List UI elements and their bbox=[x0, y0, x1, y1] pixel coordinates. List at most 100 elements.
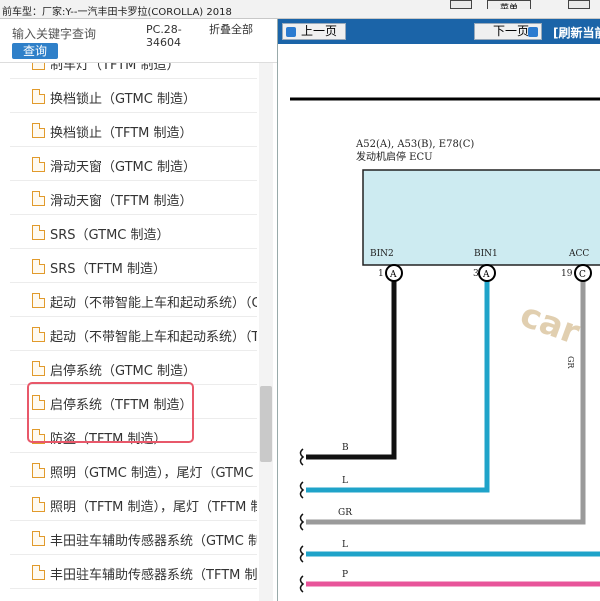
break-mark bbox=[299, 448, 305, 466]
file-icon bbox=[32, 565, 45, 580]
break-mark bbox=[299, 481, 305, 499]
document-viewer: 上一页 下一页 [刷新当前 A52(A), A53(B), E78(C) 发动机… bbox=[277, 19, 600, 601]
file-icon bbox=[32, 327, 45, 342]
tree-item-label: 起动（不带智能上车和起动系统）（GTMC 制造） bbox=[50, 296, 257, 311]
tree-item-label: SRS（GTMC 制造） bbox=[50, 228, 170, 243]
file-icon bbox=[32, 191, 45, 206]
break-mark bbox=[299, 513, 305, 531]
toolbar-icon-button[interactable] bbox=[450, 0, 472, 9]
break-mark bbox=[299, 575, 305, 593]
viewer-toolbar: 上一页 下一页 [刷新当前 bbox=[278, 19, 600, 44]
wire-label-b: B bbox=[342, 443, 349, 453]
file-icon bbox=[32, 89, 45, 104]
ecu-name: 发动机启停 ECU bbox=[356, 150, 433, 163]
tree-item[interactable]: 丰田驻车辅助传感器系统（GTMC 制造） bbox=[10, 521, 257, 555]
tree-item-label: 换档锁止（TFTM 制造） bbox=[50, 126, 193, 141]
pin-name-acc: ACC bbox=[568, 249, 589, 259]
toolbar-icon-button-2[interactable] bbox=[568, 0, 590, 9]
tree-item[interactable]: 换档锁止（TFTM 制造） bbox=[10, 113, 257, 147]
tree-item[interactable]: SRS（GTMC 制造） bbox=[10, 215, 257, 249]
tree-item-label: 丰田驻车辅助传感器系统（GTMC 制造） bbox=[50, 534, 257, 549]
tree-item-label: 起动（不带智能上车和起动系统）（TFTM 制造） bbox=[50, 330, 257, 345]
wire-label-p: P bbox=[342, 570, 348, 580]
tree-item-label: 启停系统（GTMC 制造） bbox=[50, 364, 196, 379]
tree-item-label: 丰田驻车辅助传感器系统（TFTM 制造） bbox=[50, 568, 257, 583]
refresh-link[interactable]: [刷新当前 bbox=[553, 26, 600, 40]
next-page-label: 下一页 bbox=[493, 24, 530, 38]
prev-page-button[interactable]: 上一页 bbox=[282, 23, 346, 40]
wire-b bbox=[306, 281, 397, 460]
wire-label-gr-vertical: GR bbox=[566, 356, 575, 369]
file-icon bbox=[32, 497, 45, 512]
connector-refs: A52(A), A53(B), E78(C) bbox=[355, 139, 474, 150]
collapse-all-button[interactable]: 折叠全部 bbox=[209, 23, 253, 36]
pin-connector-19: C bbox=[579, 270, 586, 280]
file-icon bbox=[32, 395, 45, 410]
file-icon bbox=[32, 361, 45, 376]
tree-item-label: 换档锁止（GTMC 制造） bbox=[50, 92, 196, 107]
tree-item-label: 防盗（TFTM 制造） bbox=[50, 432, 167, 447]
pin-number-19: 19 bbox=[561, 269, 573, 279]
selection-highlight bbox=[27, 382, 194, 443]
file-icon bbox=[32, 225, 45, 240]
pin-terminal-19 bbox=[574, 264, 592, 282]
pin-connector-1: A bbox=[389, 270, 397, 280]
query-button[interactable]: 查询 bbox=[12, 43, 58, 59]
pin-terminal-3 bbox=[478, 264, 496, 282]
scrollbar-track[interactable] bbox=[259, 63, 273, 601]
tree-item-label: 照明（TFTM 制造），尾灯（TFTM 制造） bbox=[50, 500, 257, 515]
tree-item-label: 启停系统（TFTM 制造） bbox=[50, 398, 193, 413]
scrollbar-thumb[interactable] bbox=[260, 386, 272, 462]
tree-item[interactable]: 防盗（TFTM 制造） bbox=[10, 419, 257, 453]
pin-name-bin2: BIN2 bbox=[370, 249, 394, 259]
file-icon bbox=[32, 63, 45, 70]
tree-item[interactable]: 起动（不带智能上车和起动系统）（TFTM 制造） bbox=[10, 317, 257, 351]
pin-number-3: 3 bbox=[473, 269, 479, 279]
tree-item[interactable]: 照明（TFTM 制造），尾灯（TFTM 制造） bbox=[10, 487, 257, 521]
break-mark bbox=[299, 545, 305, 563]
tree-item-start-stop-tftm[interactable]: 启停系统（TFTM 制造） bbox=[10, 385, 257, 419]
wiring-diagram: A52(A), A53(B), E78(C) 发动机启停 ECU BIN2 BI… bbox=[290, 97, 600, 593]
car-model-label: 前车型：厂家:Y--一汽丰田卡罗拉(COROLLA) 2018 bbox=[2, 7, 232, 18]
tree-item-label: 照明（GTMC 制造），尾灯（GTMC 制造） bbox=[50, 466, 257, 481]
search-area: 输入关键字查询 查询 PC.28-34604 折叠全部 bbox=[0, 19, 277, 63]
next-page-button[interactable]: 下一页 bbox=[474, 23, 542, 40]
tree-item[interactable]: 丰田驻车辅助传感器系统（TFTM 制造） bbox=[10, 555, 257, 589]
file-icon bbox=[32, 531, 45, 546]
top-bar: 前车型：厂家:Y--一汽丰田卡罗拉(COROLLA) 2018 菜单 bbox=[0, 0, 600, 19]
tree-item-label: 滑动天窗（GTMC 制造） bbox=[50, 160, 196, 175]
tree-item[interactable]: 制车灯（TFTM 制造） bbox=[10, 63, 257, 79]
pin-number-1: 1 bbox=[378, 269, 384, 279]
file-icon bbox=[32, 157, 45, 172]
search-input[interactable]: 输入关键字查询 bbox=[12, 27, 97, 41]
wire-label-l: L bbox=[342, 476, 348, 486]
watermark: car bbox=[515, 295, 585, 353]
wire-label-gr: GR bbox=[338, 508, 352, 518]
prev-page-label: 上一页 bbox=[301, 24, 338, 38]
tree-item-label: 制车灯（TFTM 制造） bbox=[50, 63, 180, 73]
tree-item[interactable]: 滑动天窗（GTMC 制造） bbox=[10, 147, 257, 181]
tree-item-label: 滑动天窗（TFTM 制造） bbox=[50, 194, 193, 209]
wire-gr bbox=[306, 281, 586, 525]
pin-terminal-1 bbox=[385, 264, 403, 282]
file-icon bbox=[32, 463, 45, 478]
tree-item-start-stop-gtmc[interactable]: 启停系统（GTMC 制造） bbox=[10, 351, 257, 385]
left-panel: 输入关键字查询 查询 PC.28-34604 折叠全部 制车灯（TFTM 制造）… bbox=[0, 19, 277, 601]
file-icon bbox=[32, 123, 45, 138]
tree-item-label: SRS（TFTM 制造） bbox=[50, 262, 167, 277]
tree-item[interactable]: SRS（TFTM 制造） bbox=[10, 249, 257, 283]
tree-item[interactable]: 起动（不带智能上车和起动系统）（GTMC 制造） bbox=[10, 283, 257, 317]
arrow-right-icon bbox=[528, 27, 538, 37]
document-code: PC.28-34604 bbox=[146, 23, 182, 49]
tree-item[interactable]: 照明（GTMC 制造），尾灯（GTMC 制造） bbox=[10, 453, 257, 487]
menu-button[interactable]: 菜单 bbox=[487, 0, 531, 9]
tree-item[interactable]: 滑动天窗（TFTM 制造） bbox=[10, 181, 257, 215]
document-tree: 制车灯（TFTM 制造） 换档锁止（GTMC 制造） 换档锁止（TFTM 制造）… bbox=[0, 63, 257, 601]
file-icon bbox=[32, 259, 45, 274]
pin-name-bin1: BIN1 bbox=[474, 249, 498, 259]
ecu-box bbox=[362, 169, 600, 266]
file-icon bbox=[32, 293, 45, 308]
tree-item[interactable]: 换档锁止（GTMC 制造） bbox=[10, 79, 257, 113]
file-icon bbox=[32, 429, 45, 444]
wire-l bbox=[306, 281, 490, 493]
